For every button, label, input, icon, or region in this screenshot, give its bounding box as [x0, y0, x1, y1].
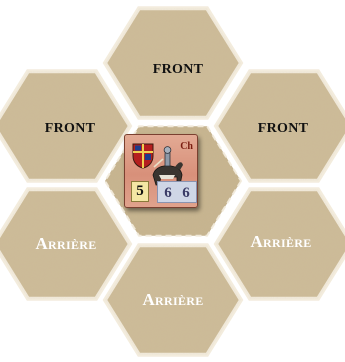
- label-rear-left: Arrière: [35, 234, 96, 254]
- stat-movement: 6: [179, 185, 193, 202]
- label-front-top: FRONT: [153, 62, 204, 78]
- unit-type-code: Ch: [180, 141, 193, 152]
- stat-strength: 6: [161, 185, 175, 202]
- label-rear-bottom: Arrière: [142, 290, 203, 310]
- stat-combat: 5: [131, 181, 149, 202]
- label-front-right: FRONT: [258, 121, 309, 137]
- label-rear-right: Arrière: [250, 232, 311, 252]
- label-front-left: FRONT: [45, 121, 96, 137]
- unit-counter[interactable]: Ch 5 6 6: [124, 134, 198, 208]
